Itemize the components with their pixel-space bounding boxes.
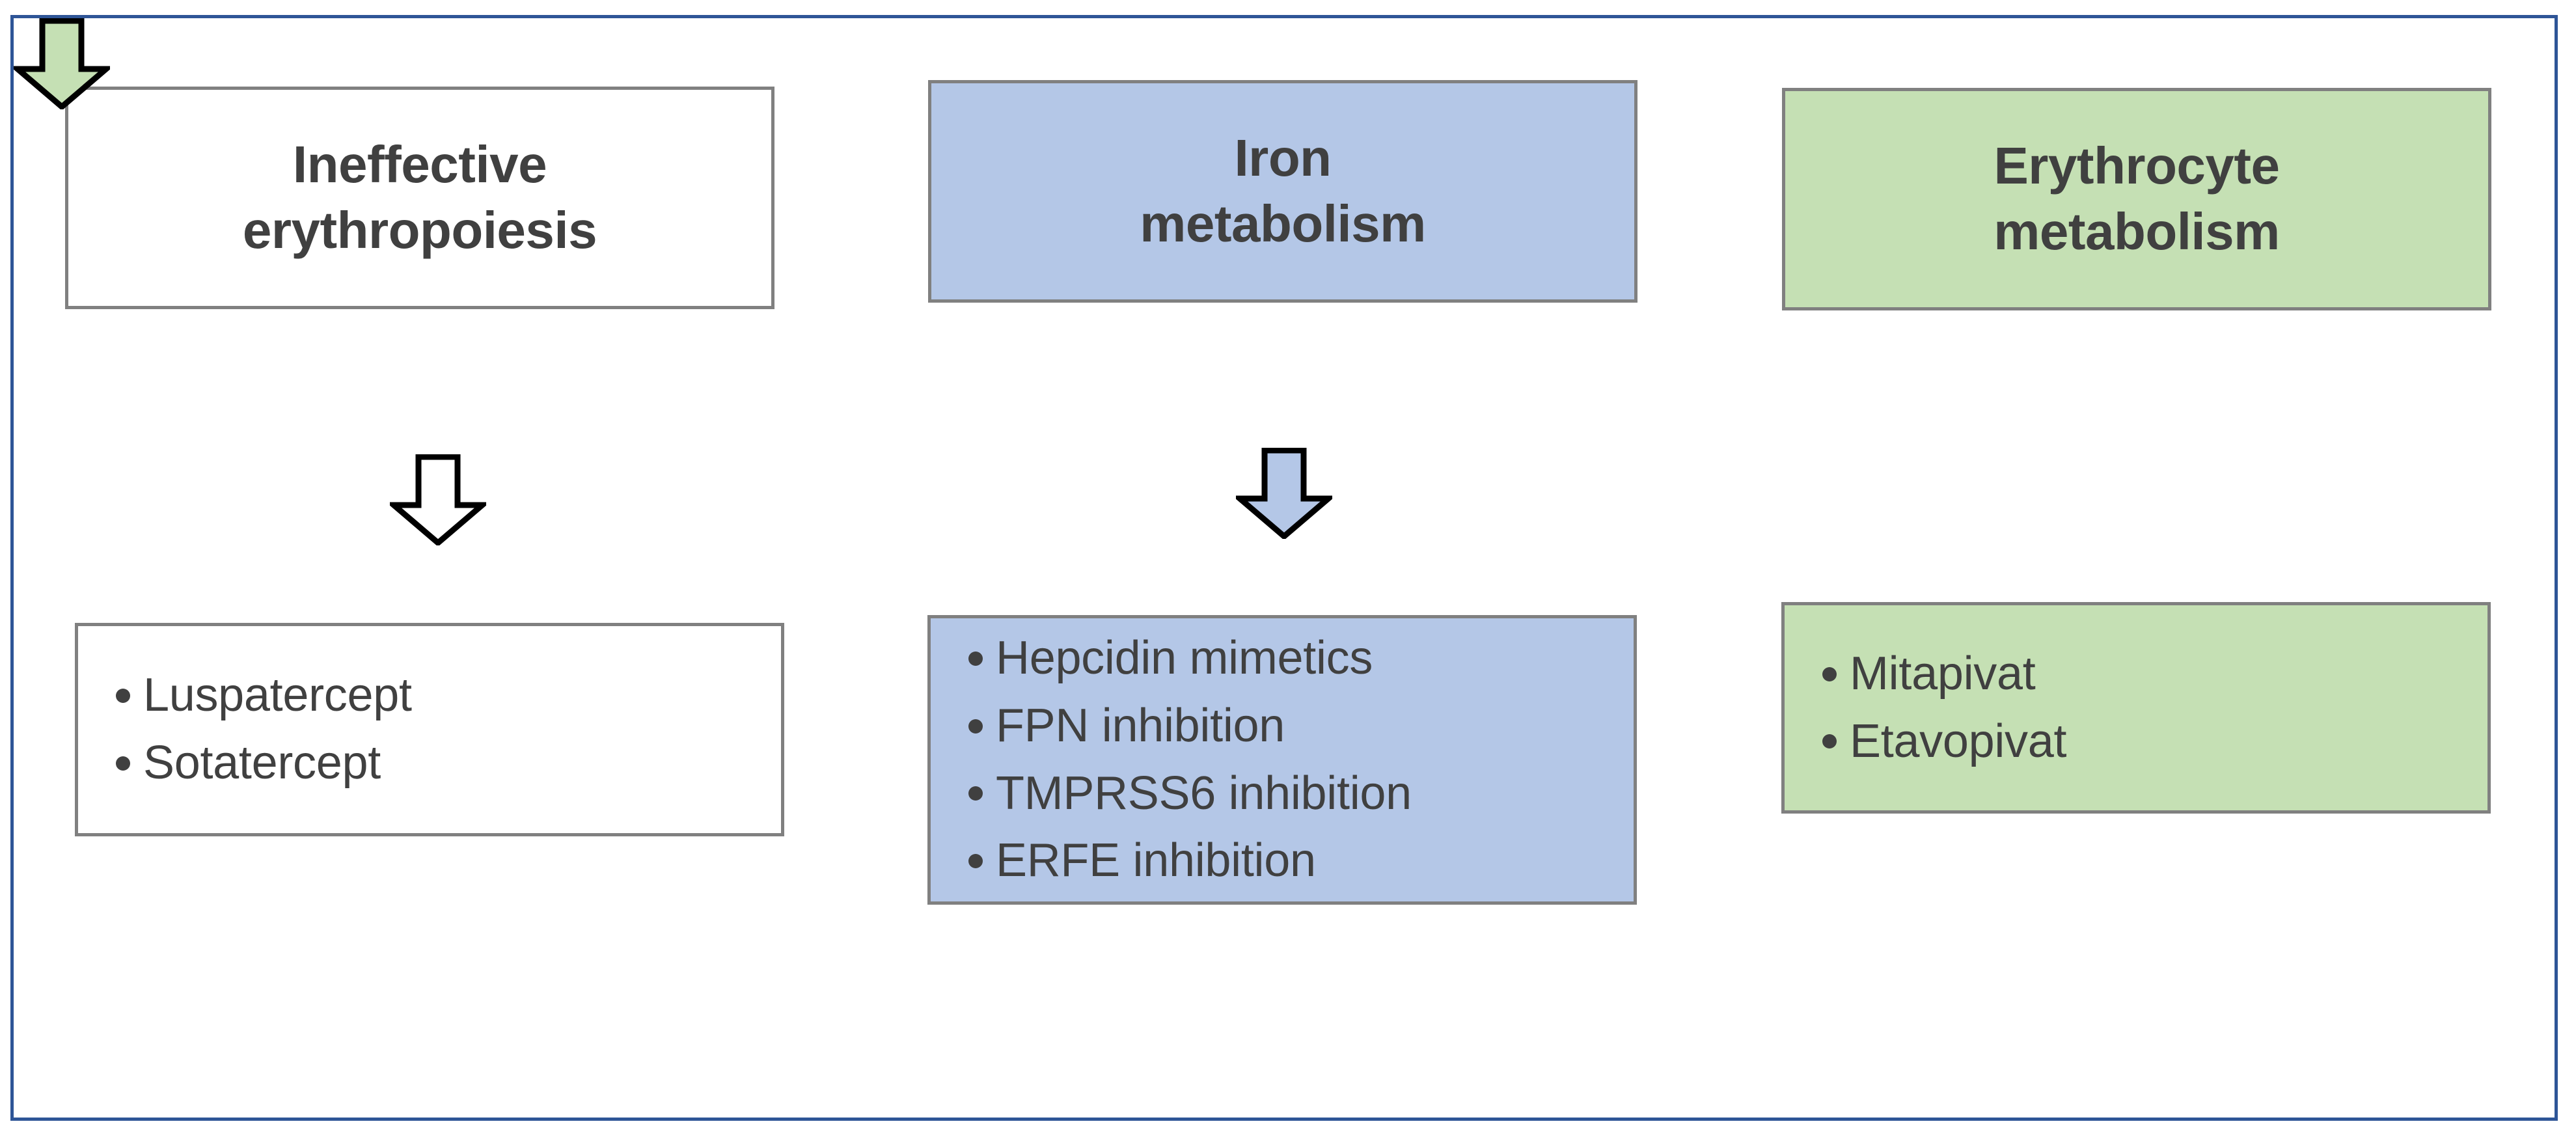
list-item: TMPRSS6 inhibition	[965, 760, 1634, 828]
list-item: Luspatercept	[112, 662, 781, 730]
header-box-erythrocyte-metabolism: Erythrocyte metabolism	[1782, 88, 2491, 310]
drug-list-erythrocyte-metabolism: Mitapivat Etavopivat	[1785, 640, 2487, 775]
down-arrow-icon-erythrocyte-metabolism	[14, 18, 110, 109]
list-box-ineffective-erythropoiesis: Luspatercept Sotatercept	[75, 623, 784, 836]
list-item: Sotatercept	[112, 730, 781, 797]
header-label-iron-metabolism: Iron metabolism	[1140, 129, 1426, 253]
header-box-iron-metabolism: Iron metabolism	[928, 80, 1637, 303]
list-box-erythrocyte-metabolism: Mitapivat Etavopivat	[1781, 602, 2491, 814]
list-item: FPN inhibition	[965, 693, 1634, 760]
list-item: Etavopivat	[1818, 708, 2487, 776]
list-item: ERFE inhibition	[965, 827, 1634, 895]
drug-list-iron-metabolism: Hepcidin mimetics FPN inhibition TMPRSS6…	[931, 625, 1634, 895]
down-arrow-icon-iron-metabolism	[1236, 448, 1332, 539]
list-item: Mitapivat	[1818, 640, 2487, 708]
list-box-iron-metabolism: Hepcidin mimetics FPN inhibition TMPRSS6…	[927, 615, 1637, 905]
header-label-ineffective-erythropoiesis: Ineffective erythropoiesis	[242, 135, 597, 259]
down-arrow-icon-ineffective-erythropoiesis	[390, 454, 486, 545]
header-box-ineffective-erythropoiesis: Ineffective erythropoiesis	[65, 87, 774, 309]
header-label-erythrocyte-metabolism: Erythrocyte metabolism	[1994, 137, 2280, 260]
list-item: Hepcidin mimetics	[965, 625, 1634, 693]
slide-frame: Ineffective erythropoiesis Luspatercept …	[10, 15, 2558, 1121]
drug-list-ineffective-erythropoiesis: Luspatercept Sotatercept	[78, 662, 781, 797]
